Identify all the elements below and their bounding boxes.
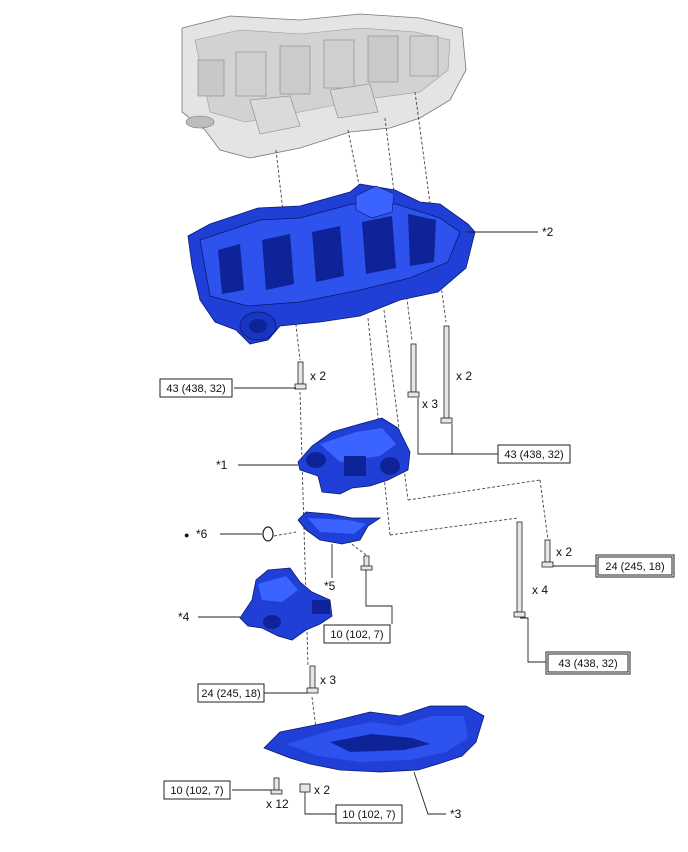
bolts	[270, 325, 554, 795]
torque-box-4: 10 (102, 7)	[323, 624, 391, 644]
alignment-lines	[273, 91, 549, 729]
torque-value-1: 43 (438, 32)	[166, 383, 225, 395]
qty-pan-nuts: x 2	[314, 783, 330, 797]
torque-value-2: 43 (438, 32)	[504, 449, 563, 461]
qty-long-bolt-a: x 2	[456, 369, 472, 383]
torque-box-5: 43 (438, 32)	[545, 651, 631, 675]
torque-box-1: 43 (438, 32)	[159, 378, 233, 398]
torque-value-6: 24 (245, 18)	[201, 688, 260, 700]
engine-block	[181, 13, 467, 159]
label-part-5: *5	[324, 579, 336, 593]
oil-strainer	[297, 511, 382, 545]
qty-long-bolt-b: x 3	[422, 397, 438, 411]
torque-value-4: 10 (102, 7)	[330, 629, 383, 641]
torque-value-7: 10 (102, 7)	[170, 785, 223, 797]
qty-pump-bolt: x 3	[320, 673, 336, 687]
qty-block-bolt: x 2	[310, 369, 326, 383]
qty-long-bolt-c: x 4	[532, 583, 548, 597]
torque-box-6: 24 (245, 18)	[197, 683, 265, 703]
torque-value-5: 43 (438, 32)	[558, 658, 617, 670]
torque-value-8: 10 (102, 7)	[342, 809, 395, 821]
part-labels: *2 *1 ● *6 *5 *4 *3	[178, 225, 554, 821]
label-part-3: *3	[450, 807, 462, 821]
label-part-6: *6	[196, 527, 208, 541]
label-part-1: *1	[216, 458, 228, 472]
non-reusable-mark: ●	[184, 530, 189, 540]
oil-filter-bracket	[239, 567, 333, 641]
qty-pan-bolts: x 12	[266, 797, 289, 811]
oil-pan-upper	[187, 183, 476, 345]
oil-pump-assembly	[297, 417, 411, 495]
torque-value-3: 24 (245, 18)	[605, 561, 664, 573]
torque-box-8: 10 (102, 7)	[335, 804, 403, 824]
torque-box-3: 24 (245, 18)	[595, 554, 675, 578]
leader-lines	[198, 231, 596, 815]
oil-pan-lower	[263, 705, 485, 773]
quantity-labels: x 2 x 2 x 3 x 2 x 4 x 3 x 12 x 2	[266, 369, 572, 811]
qty-side-bolt: x 2	[556, 545, 572, 559]
torque-box-7: 10 (102, 7)	[163, 780, 231, 800]
label-part-4: *4	[178, 610, 190, 624]
o-ring	[262, 526, 274, 542]
torque-box-2: 43 (438, 32)	[497, 444, 571, 464]
label-part-2: *2	[542, 225, 554, 239]
